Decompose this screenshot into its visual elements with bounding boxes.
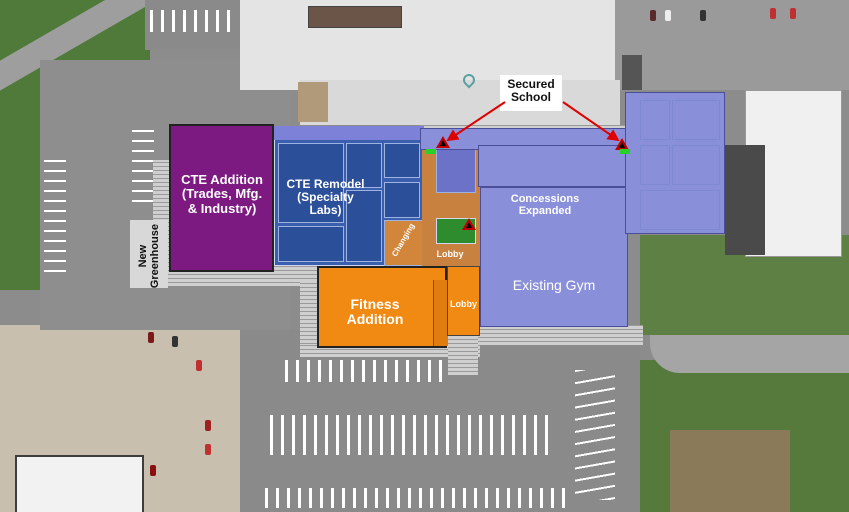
classroom — [640, 145, 670, 185]
parking-stripes — [44, 160, 66, 280]
secured-school-label: Secured School — [507, 77, 555, 105]
parked-car — [205, 444, 211, 455]
dirt-patch — [670, 430, 790, 512]
classroom — [672, 145, 720, 185]
walkway — [448, 330, 478, 375]
changing-area — [384, 220, 424, 266]
existing-school-corridor — [478, 145, 628, 187]
lab-room — [384, 143, 420, 178]
parked-car — [148, 332, 154, 343]
parking-stripes — [265, 488, 565, 508]
parking-stripes — [285, 360, 445, 382]
parked-car — [196, 360, 202, 371]
parked-car — [790, 8, 796, 19]
parked-car — [150, 465, 156, 476]
existing-building-southwest — [15, 455, 144, 512]
concessions-expanded-label: Concessions Expanded — [510, 193, 580, 218]
parked-car — [770, 8, 776, 19]
arrow-to-east-marker — [562, 101, 620, 142]
lab-room — [278, 226, 344, 262]
secured-school-callout — [500, 75, 562, 111]
parked-car — [700, 10, 706, 21]
lab-room — [278, 143, 344, 223]
parked-car — [650, 10, 656, 21]
fitness-addition — [317, 266, 447, 348]
corridor-top — [274, 126, 424, 140]
lobby-upper-label: Lobby — [436, 249, 464, 259]
arrow-to-west-marker — [446, 101, 506, 142]
warning-triangle-icon — [436, 136, 450, 148]
rooftop-unit — [298, 82, 328, 122]
classroom — [640, 100, 670, 140]
parking-stripes — [270, 415, 550, 455]
lab-room — [384, 182, 420, 218]
warning-triangle-icon — [462, 218, 476, 230]
parked-car — [205, 420, 211, 431]
restroom — [436, 148, 476, 193]
entrance-marker — [620, 149, 630, 154]
cte-addition — [169, 124, 274, 272]
parking-stripes — [132, 130, 154, 210]
cte-remodel-label: CTE Remodel (Specialty Labs) — [286, 177, 365, 218]
walkway — [300, 280, 318, 355]
cte-addition-label: CTE Addition (Trades, Mfg. & Industry) — [181, 172, 263, 216]
rooftop-unit — [308, 6, 402, 28]
walkway — [300, 345, 480, 357]
existing-building-roof-mid — [300, 80, 620, 125]
lobby-lower — [447, 266, 480, 336]
new-greenhouse — [130, 220, 168, 288]
classroom — [672, 100, 720, 140]
parked-car — [665, 10, 671, 21]
existing-building-dark-wing — [725, 145, 765, 255]
parking-stripes — [150, 10, 230, 32]
entrance-marker — [426, 149, 436, 154]
parked-car — [172, 336, 178, 347]
existing-gym — [480, 187, 628, 327]
parking-stripes — [575, 370, 615, 500]
lab-room — [346, 143, 382, 188]
existing-school-east-wing — [625, 92, 725, 234]
warning-triangle-icon — [615, 138, 629, 150]
fitness-stairs — [433, 280, 448, 346]
existing-gym-label: Existing Gym — [512, 277, 596, 293]
road-east — [650, 335, 849, 373]
lab-room — [346, 190, 382, 262]
fitness-addition-label: Fitness Addition — [346, 296, 404, 328]
lobby-lower-label: Lobby — [450, 299, 477, 309]
walkway — [478, 325, 643, 345]
rooftop-unit — [622, 55, 642, 90]
classroom — [640, 190, 720, 230]
